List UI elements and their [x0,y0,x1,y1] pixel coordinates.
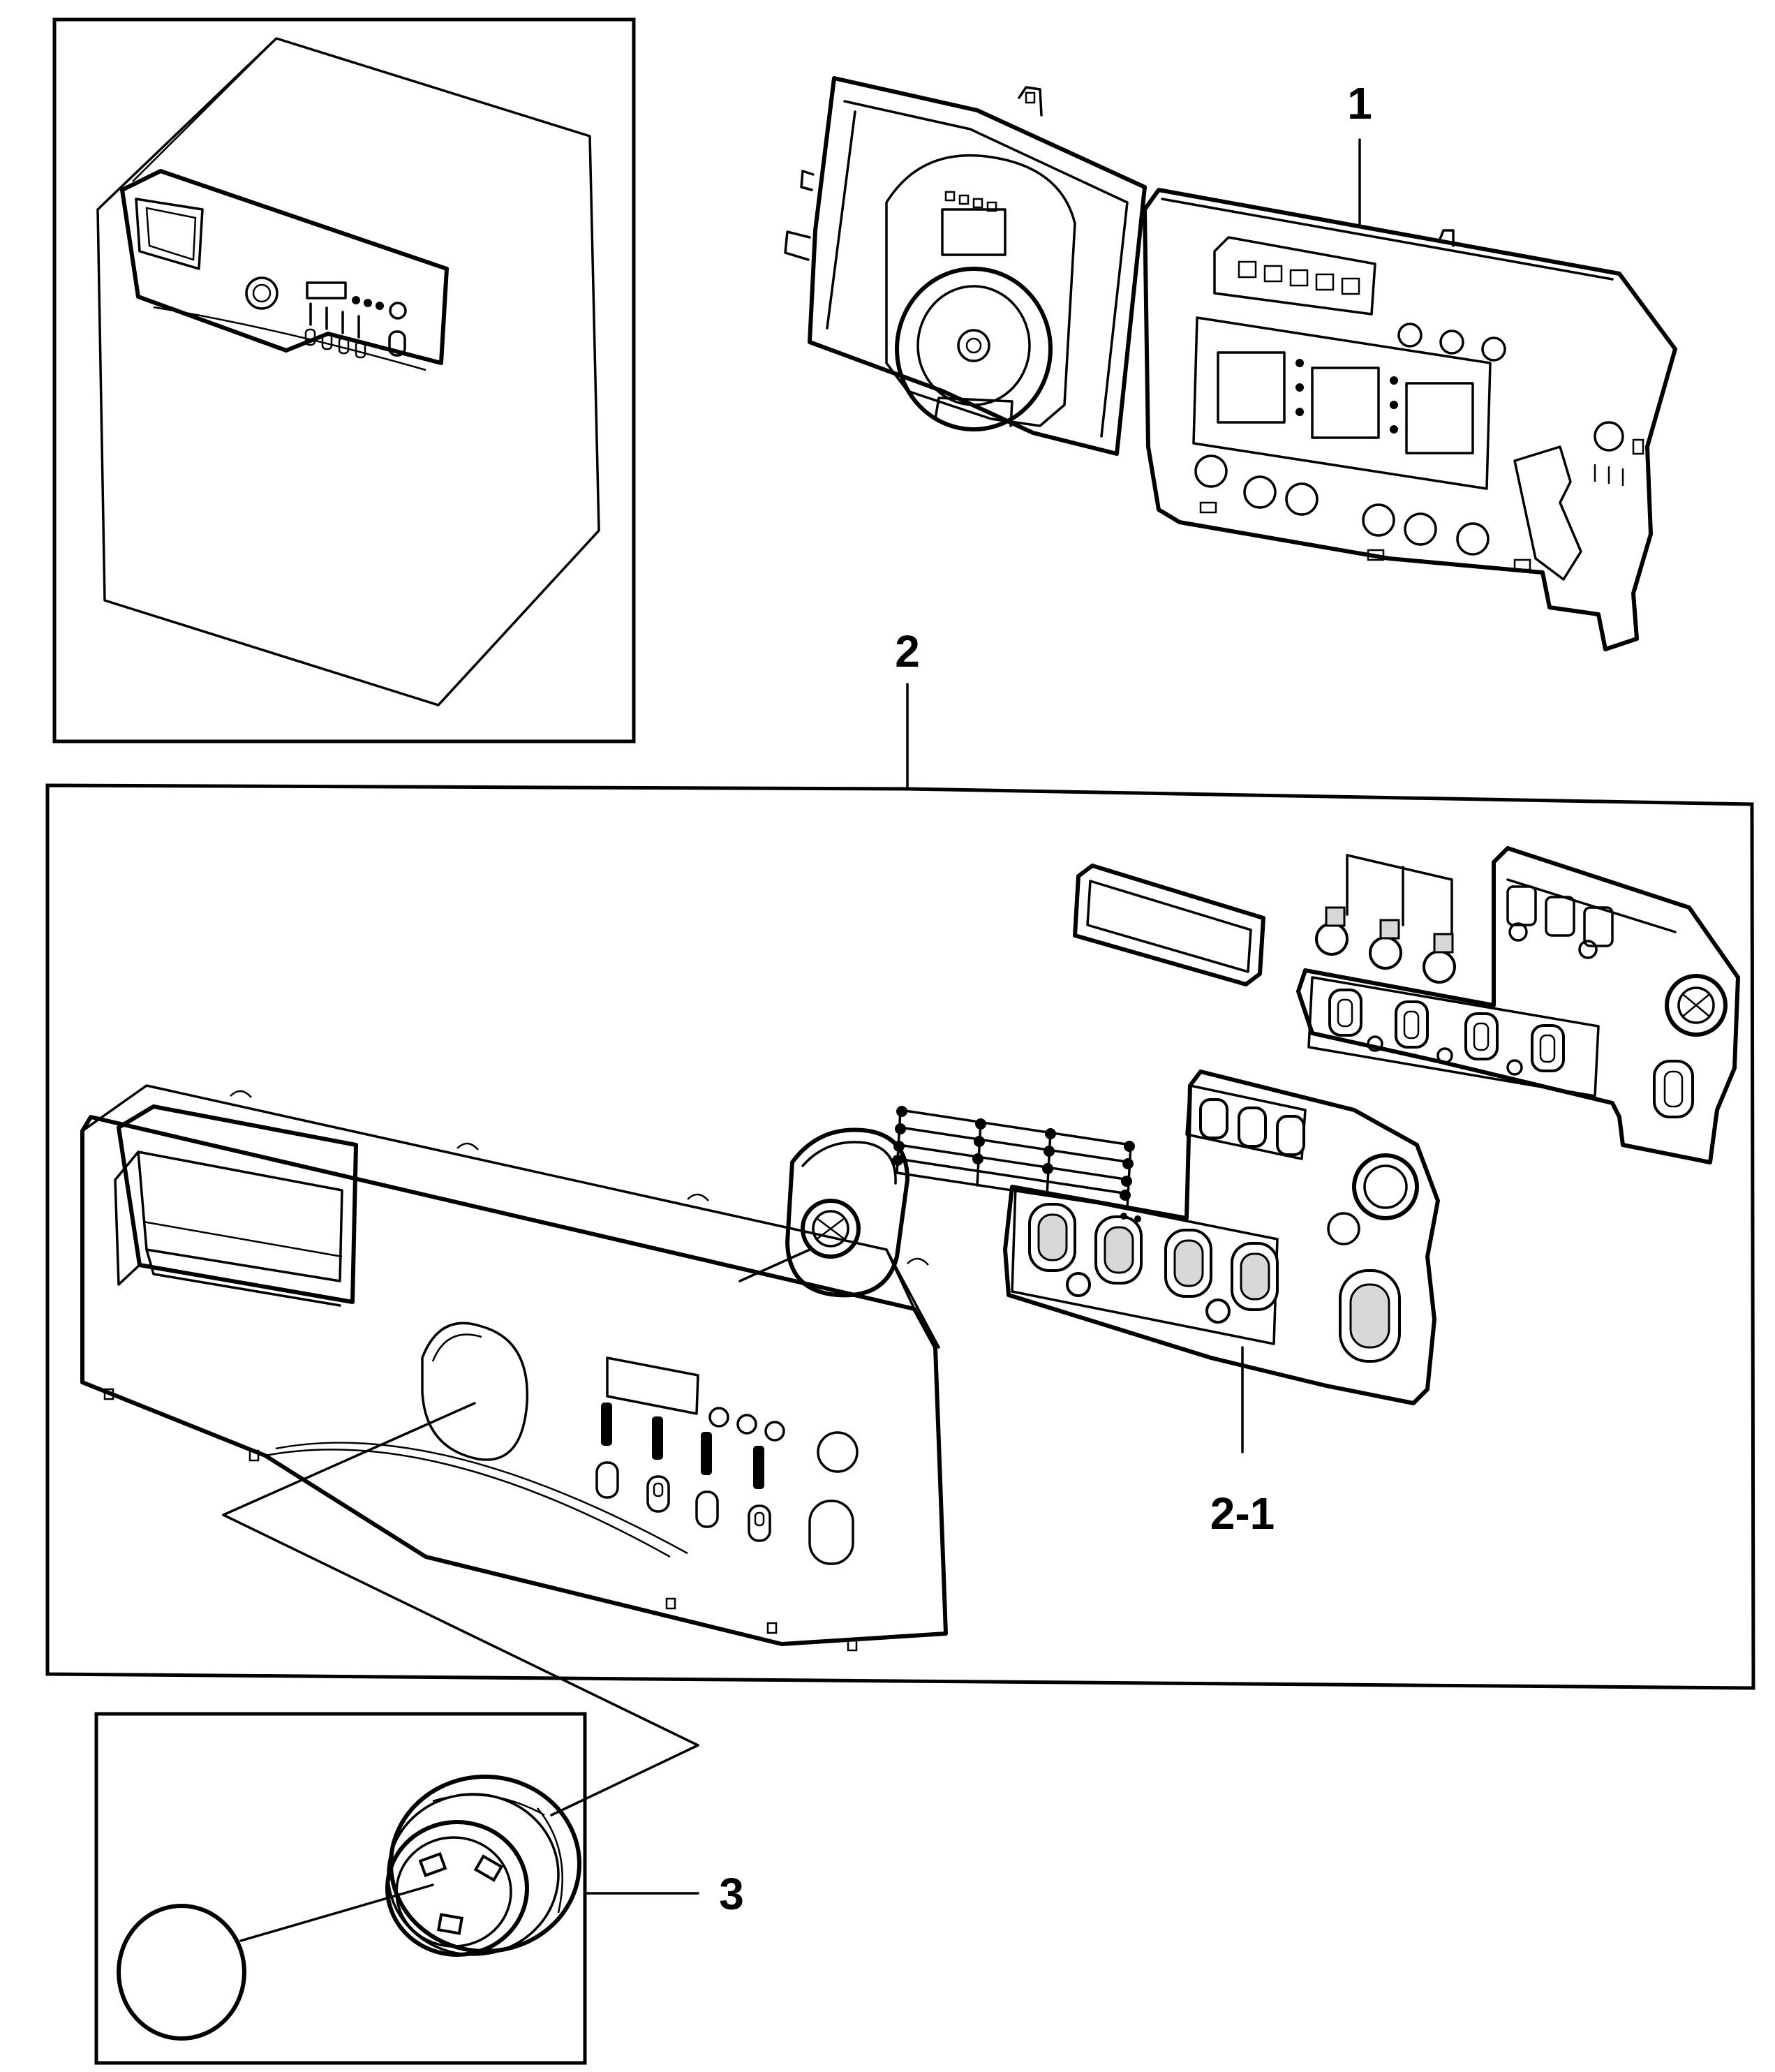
washer-overview-inset [52,17,636,743]
part-2-panel-assembly-box [45,783,1755,1690]
light-pipe-grid [892,1106,1135,1209]
part-1-control-housing: 1 [784,76,1677,651]
led-columns [601,1403,764,1489]
part-2-1-keypad-assembly: 2-1 [1003,1070,1440,1539]
callout-3: 3 [719,1869,744,1919]
push-buttons [1315,854,1456,984]
knob-leader-lines [222,1402,699,1816]
callout-2-group: 2 [895,626,920,790]
callout-1: 1 [1347,78,1372,128]
rear-keypad-carrier [1296,846,1740,1164]
dial-gasket [738,1127,909,1298]
callout-2: 2 [895,626,920,676]
part-3-knob-inset: 3 [94,1712,744,2065]
callout-2-1: 2-1 [1210,1488,1275,1539]
display-lens [1073,864,1265,986]
front-control-panel [80,1084,948,1652]
